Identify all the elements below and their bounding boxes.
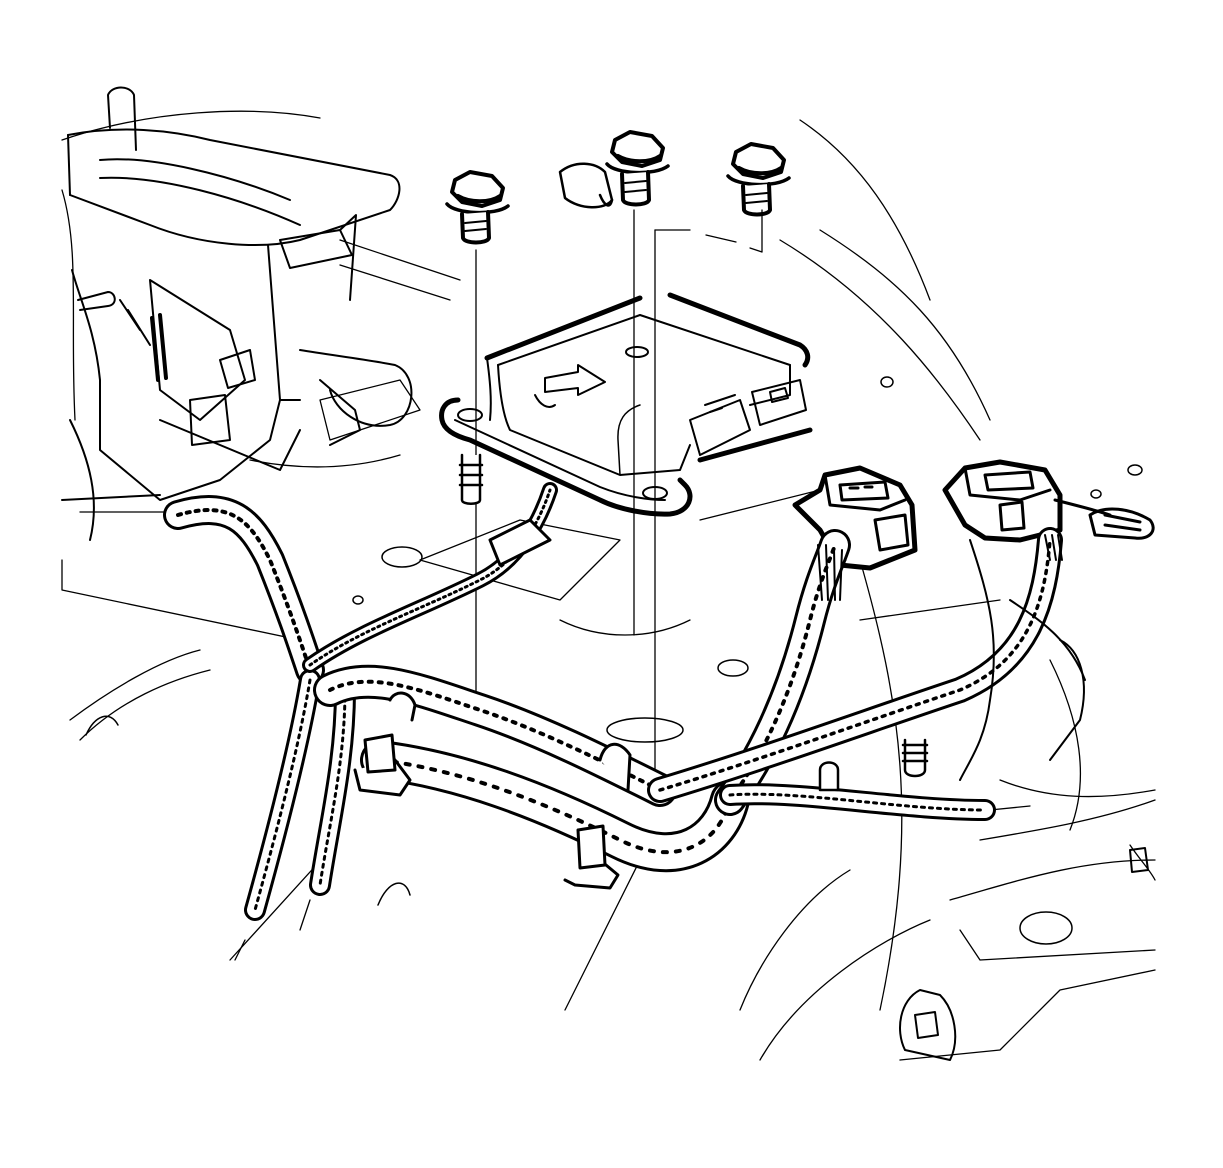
right-structure xyxy=(899,539,1149,1061)
wiring-harness xyxy=(163,482,1063,921)
module-mounting-bracket xyxy=(439,397,693,517)
alignment-lines xyxy=(79,209,1031,961)
bumper xyxy=(558,162,614,209)
floor-studs xyxy=(458,453,929,792)
bolt-1 xyxy=(445,170,510,245)
shifter-detail-lines xyxy=(150,313,168,382)
side-plug xyxy=(1088,507,1155,540)
bolt-2 xyxy=(605,130,670,207)
harness-connector-left xyxy=(792,465,918,571)
bolt-3 xyxy=(726,142,791,217)
harness-connector-right xyxy=(942,459,1112,543)
shifter-console xyxy=(61,86,413,541)
harness-clips xyxy=(353,518,632,890)
floor-panel xyxy=(61,110,1156,1061)
airbag-module xyxy=(484,292,813,476)
floor-holes xyxy=(85,376,1143,945)
